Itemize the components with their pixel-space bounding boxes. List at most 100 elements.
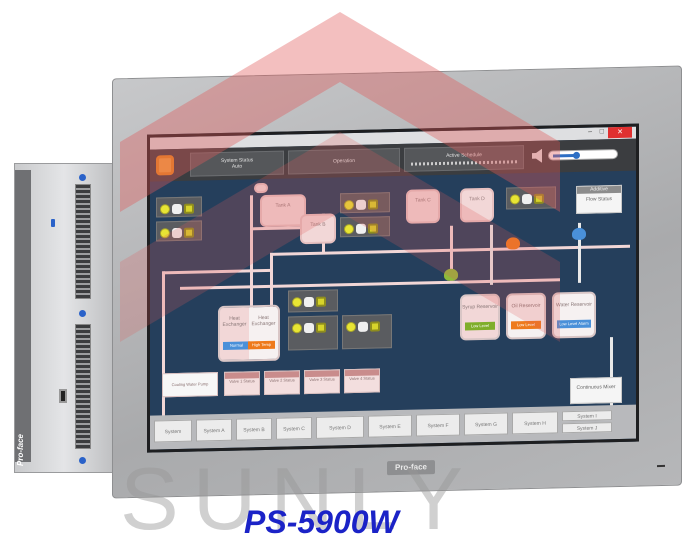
motor-icon: [358, 321, 368, 332]
machine-label: Oil Reservoir: [511, 302, 541, 310]
nav-button-system-j[interactable]: System J: [562, 422, 612, 434]
usb-port: [59, 389, 67, 403]
pipe: [490, 224, 493, 285]
nav-button-system-f[interactable]: System F: [416, 413, 460, 437]
additive-status: Flow Status: [585, 196, 613, 203]
system-status-panel: System Status Auto: [190, 150, 284, 177]
syrup-reservoir[interactable]: Syrup Reservoir Low Level: [460, 293, 500, 341]
indicator-light-icon: [160, 204, 170, 215]
status-group[interactable]: [342, 314, 392, 350]
heat-exchanger[interactable]: Heat Exchanger Heat Exchanger Normal Hig…: [218, 304, 280, 363]
status-group[interactable]: [156, 220, 202, 242]
connector-screw-icon: [79, 310, 86, 317]
tank[interactable]: Tank C: [406, 189, 440, 224]
alarm-icon: [534, 193, 544, 204]
terminal-block-lower: [75, 324, 91, 449]
nav-button-system-c[interactable]: System C: [276, 416, 312, 440]
indicator-light-icon: [344, 199, 354, 211]
continuous-mixer[interactable]: Continuous Mixer: [570, 376, 622, 405]
pipe: [162, 271, 165, 432]
status-value: Auto: [231, 163, 243, 170]
card-label: Valve 4 Status: [349, 375, 375, 382]
additive-box[interactable]: Additive Flow Status: [576, 184, 622, 214]
machine-tag: Low Level: [465, 321, 495, 331]
footer-nav: System Overview System A System B System…: [150, 404, 636, 453]
status-group[interactable]: [340, 216, 390, 238]
heat-exchanger-right-label: Heat Exchanger: [251, 314, 276, 328]
status-group[interactable]: [288, 315, 338, 351]
motor-icon: [522, 193, 532, 205]
nav-button-system-e[interactable]: System E: [368, 414, 412, 438]
motor-icon: [304, 296, 314, 308]
status-group[interactable]: [156, 196, 202, 218]
connector-screw-icon: [79, 457, 86, 464]
heat-exchanger-right-tag: High Temp: [248, 340, 275, 350]
nav-button-system-i[interactable]: System I: [562, 410, 612, 422]
water-reservoir[interactable]: Water Reservoir Low Level Alarm: [552, 291, 596, 339]
nav-button-system-overview[interactable]: System Overview: [154, 419, 192, 453]
hmi-screen: – □ ✕ System Status Auto Operation Activ…: [147, 123, 639, 453]
nav-button-system-g[interactable]: System G: [464, 412, 508, 436]
alarm-icon: [184, 227, 194, 238]
schedule-title: Active Schedule: [446, 152, 482, 159]
nav-button-system-d[interactable]: System D: [316, 415, 364, 439]
nav-button-system-a[interactable]: System A: [196, 418, 232, 442]
bottom-card[interactable]: Valve 3 Status: [304, 369, 340, 395]
machine-label: Water Reservoir: [556, 301, 592, 309]
maximize-button[interactable]: □: [599, 128, 604, 136]
alarm-icon: [316, 322, 326, 333]
volume-slider-knob[interactable]: [573, 151, 580, 160]
indicator-light-icon: [292, 323, 302, 334]
alarm-icon: [368, 199, 378, 210]
tank[interactable]: [254, 182, 268, 194]
bottom-card[interactable]: Cooling Water Pump: [162, 372, 218, 398]
additive-title: Additive: [577, 185, 621, 194]
home-button[interactable]: [156, 155, 174, 176]
speaker-icon[interactable]: [532, 149, 542, 163]
power-led: [657, 464, 665, 468]
box-controller-unit: Pro-face: [14, 163, 114, 473]
status-group[interactable]: [288, 289, 338, 313]
dip-switch-icon: [51, 219, 55, 227]
motor-icon: [356, 223, 366, 234]
operation-panel: Operation: [288, 147, 400, 175]
volume-slider[interactable]: [548, 148, 618, 161]
valve-green-icon[interactable]: [444, 268, 458, 281]
model-name: PS-5900W: [244, 504, 399, 540]
box-brand-label: Pro-face: [16, 433, 25, 466]
alarm-icon: [370, 321, 380, 332]
pipe: [180, 278, 560, 290]
bottom-card[interactable]: Valve 1 Status: [224, 371, 260, 396]
hmi-monitor: – □ ✕ System Status Auto Operation Activ…: [112, 65, 682, 499]
bottom-card[interactable]: Valve 4 Status: [344, 368, 380, 394]
alarm-icon: [316, 296, 326, 307]
close-button[interactable]: ✕: [608, 126, 632, 139]
motor-icon: [172, 203, 182, 215]
heat-exchanger-left-label: Heat Exchanger: [222, 315, 247, 328]
indicator-light-icon: [292, 297, 302, 308]
machine-tag: Low Level Alarm: [557, 319, 591, 329]
minimize-button[interactable]: –: [588, 128, 592, 136]
volume-slider-fill: [553, 153, 575, 158]
indicator-light-icon: [346, 321, 356, 333]
machine-label: Syrup Reservoir: [462, 303, 498, 311]
motor-icon: [356, 199, 366, 210]
oil-reservoir[interactable]: Oil Reservoir Low Level: [506, 292, 546, 340]
status-group[interactable]: [506, 186, 556, 210]
terminal-block-upper: [75, 184, 91, 299]
pipe: [250, 195, 253, 316]
heat-exchanger-left-tag: Normal: [223, 341, 250, 350]
tank[interactable]: Tank D: [460, 187, 494, 223]
bottom-card[interactable]: Valve 2 Status: [264, 370, 300, 396]
valve-orange-icon[interactable]: [506, 237, 520, 250]
status-group[interactable]: [340, 192, 390, 214]
indicator-light-icon: [344, 223, 354, 235]
card-label: Valve 2 Status: [269, 377, 295, 383]
alarm-icon: [368, 223, 378, 234]
tank[interactable]: Tank B: [300, 213, 336, 245]
motor-icon: [304, 322, 314, 334]
valve-blue-icon[interactable]: [572, 227, 586, 241]
brand-badge: Pro-face: [387, 460, 435, 476]
nav-button-system-h[interactable]: System H: [512, 411, 558, 435]
nav-button-system-b[interactable]: System B: [236, 417, 272, 441]
